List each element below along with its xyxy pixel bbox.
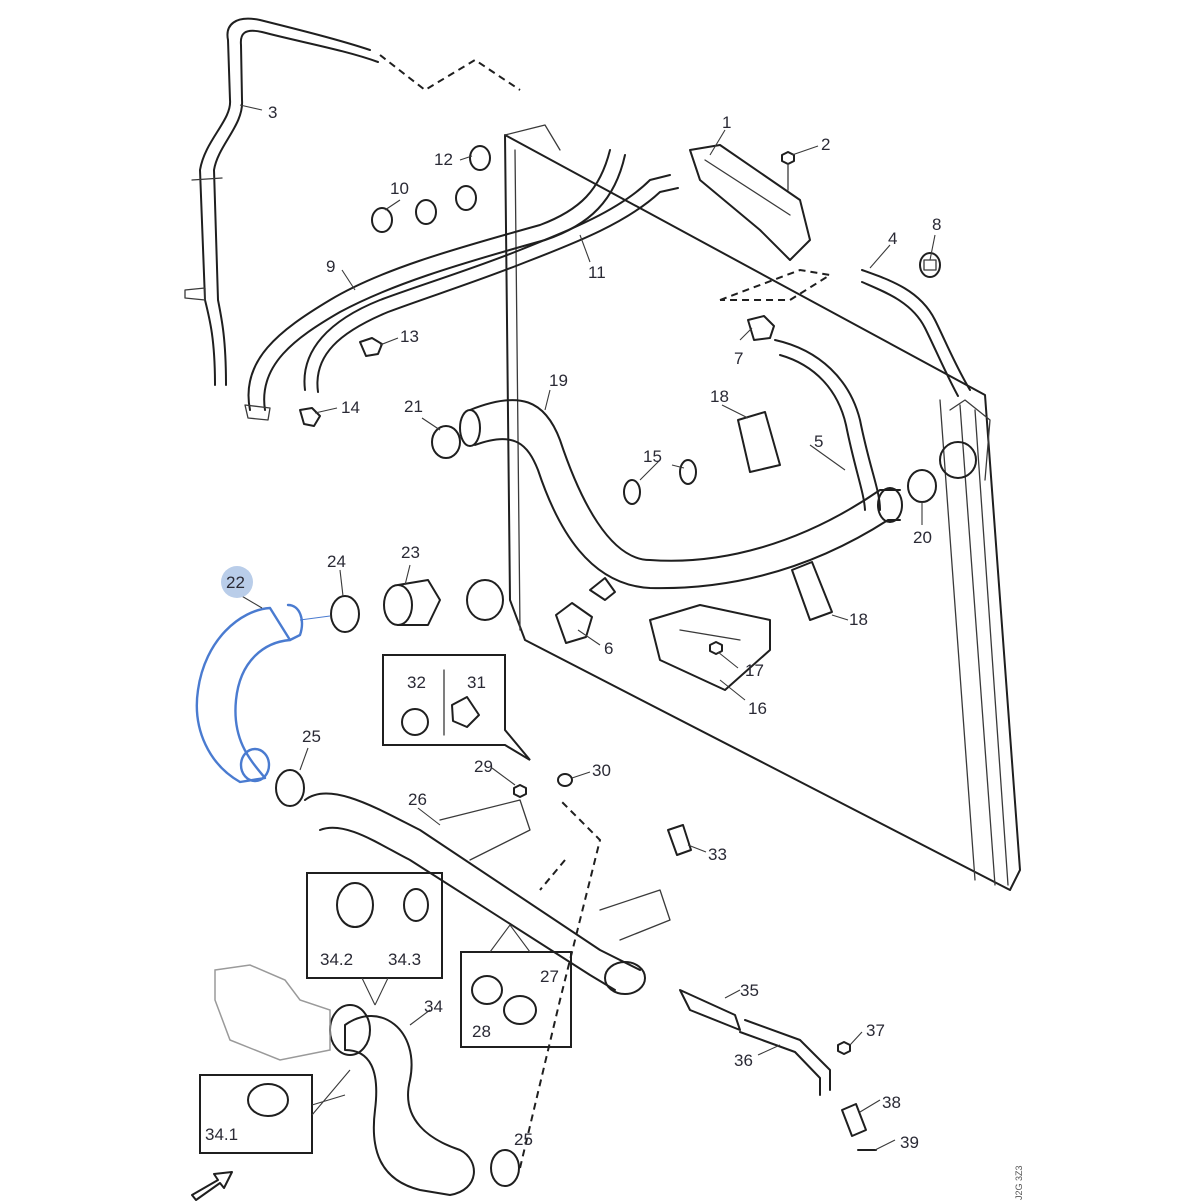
label-33[interactable]: 33: [708, 845, 727, 864]
part-37-bolt[interactable]: [837, 1041, 851, 1055]
dashed-connector-27-28: [539, 859, 566, 891]
label-27[interactable]: 27: [540, 967, 559, 986]
part-25-clamp-lower[interactable]: [490, 1149, 520, 1187]
part-35-fitting[interactable]: [679, 989, 741, 1031]
label-6[interactable]: 6: [604, 639, 613, 658]
label-24[interactable]: 24: [327, 552, 346, 571]
label-23[interactable]: 23: [401, 543, 420, 562]
label-12[interactable]: 12: [434, 150, 453, 169]
inset-box-31-32: [382, 654, 531, 761]
label-17[interactable]: 17: [745, 661, 764, 680]
label-8[interactable]: 8: [932, 215, 941, 234]
part-38-valve[interactable]: [841, 1103, 867, 1137]
label-16[interactable]: 16: [748, 699, 767, 718]
part-labels: 1 2 3 4 5 6 7 8 9 10 11 12 13 14 15 16 1…: [205, 103, 941, 1152]
part-15-clamps[interactable]: [623, 459, 697, 505]
label-7[interactable]: 7: [734, 349, 743, 368]
part-11-hose[interactable]: [303, 174, 679, 393]
label-26[interactable]: 26: [408, 790, 427, 809]
part-1-bracket[interactable]: [689, 144, 811, 261]
label-28[interactable]: 28: [472, 1022, 491, 1041]
label-32[interactable]: 32: [407, 673, 426, 692]
label-13[interactable]: 13: [400, 327, 419, 346]
part-3-pipe[interactable]: [184, 17, 379, 386]
label-10[interactable]: 10: [390, 179, 409, 198]
label-34[interactable]: 34: [424, 997, 443, 1016]
label-30[interactable]: 30: [592, 761, 611, 780]
part-25-clamp-upper[interactable]: [275, 769, 305, 807]
part-13-clip[interactable]: [359, 337, 383, 357]
part-12-clamps[interactable]: [455, 145, 491, 211]
label-25b[interactable]: 25: [514, 1130, 533, 1149]
label-1[interactable]: 1: [722, 113, 731, 132]
part-14-clip[interactable]: [299, 407, 321, 427]
label-20[interactable]: 20: [913, 528, 932, 547]
part-10-clamps[interactable]: [371, 199, 437, 233]
label-34-1[interactable]: 34.1: [205, 1125, 238, 1144]
label-19[interactable]: 19: [549, 371, 568, 390]
part-8-cap[interactable]: [919, 252, 941, 278]
part-33-sensor[interactable]: [667, 824, 692, 856]
label-37[interactable]: 37: [866, 1021, 885, 1040]
label-3[interactable]: 3: [268, 103, 277, 122]
part-20-clamp[interactable]: [907, 469, 937, 503]
label-18a[interactable]: 18: [710, 387, 729, 406]
part-23-housing[interactable]: [383, 579, 504, 626]
part-19-hose[interactable]: [459, 399, 903, 590]
part-9-hose[interactable]: [244, 149, 626, 421]
part-17-bolt[interactable]: [709, 641, 723, 655]
label-34-2[interactable]: 34.2: [320, 950, 353, 969]
dashed-connector-7: [719, 268, 833, 301]
part-29-bolt[interactable]: [513, 784, 527, 798]
label-4[interactable]: 4: [888, 229, 897, 248]
part-30-nut[interactable]: [557, 773, 573, 787]
dashed-connector-25: [519, 799, 602, 1169]
label-36[interactable]: 36: [734, 1051, 753, 1070]
label-21[interactable]: 21: [404, 397, 423, 416]
label-9[interactable]: 9: [326, 257, 335, 276]
label-35[interactable]: 35: [740, 981, 759, 1000]
dashed-connector-3: [379, 54, 521, 92]
part-26-pipe[interactable]: [304, 792, 671, 995]
highlight-bubble-22: [221, 566, 253, 598]
part-4-hose[interactable]: [861, 269, 971, 397]
part-18-clamps[interactable]: [737, 411, 833, 621]
radiator[interactable]: [504, 124, 1021, 891]
part-21-clamp[interactable]: [431, 425, 461, 459]
view-direction-arrow-icon: [191, 1171, 233, 1201]
part-24-clamp[interactable]: [330, 595, 360, 633]
part-22-hose-highlighted[interactable]: [195, 603, 331, 784]
inset-box-27-28: [460, 924, 572, 1048]
part-16-bracket[interactable]: [649, 604, 771, 691]
leader-lines: [239, 104, 936, 1151]
part-6-sensor[interactable]: [555, 577, 616, 644]
part-34-hose[interactable]: [329, 1004, 475, 1196]
label-11[interactable]: 11: [588, 263, 606, 282]
reference-code: J2G 3Z3: [1014, 1165, 1024, 1200]
engine-outlet-ghost: [214, 964, 331, 1061]
part-5-hose[interactable]: [774, 339, 881, 511]
label-39[interactable]: 39: [900, 1133, 919, 1152]
label-14[interactable]: 14: [341, 398, 360, 417]
label-5[interactable]: 5: [814, 432, 823, 451]
label-25a[interactable]: 25: [302, 727, 321, 746]
label-22[interactable]: 22: [226, 573, 245, 592]
part-7-fitting[interactable]: [747, 315, 775, 341]
label-38[interactable]: 38: [882, 1093, 901, 1112]
label-18b[interactable]: 18: [849, 610, 868, 629]
inset-box-34-2-34-3: [306, 872, 443, 1006]
label-34-3[interactable]: 34.3: [388, 950, 421, 969]
inset-box-34-1: [199, 1069, 351, 1154]
part-36-pipe[interactable]: [739, 1019, 831, 1096]
label-29[interactable]: 29: [474, 757, 493, 776]
label-2[interactable]: 2: [821, 135, 830, 154]
part-2-bolt[interactable]: [781, 151, 795, 191]
label-15[interactable]: 15: [643, 447, 662, 466]
label-31[interactable]: 31: [467, 673, 486, 692]
